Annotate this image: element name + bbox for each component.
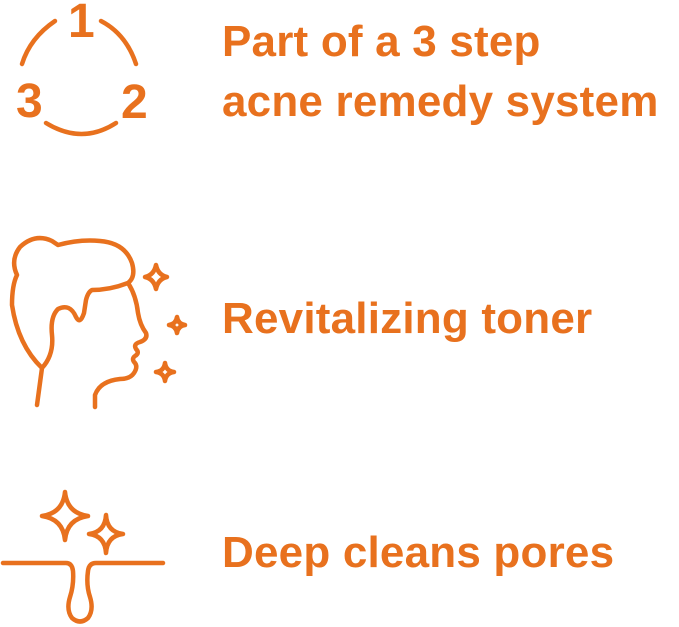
feature-title-line-1: Revitalizing toner	[222, 294, 593, 343]
feature-title-line-2: acne remedy system	[222, 77, 659, 126]
feature-three-step: 1 2 3 Part of a 3 step acne remedy syste…	[0, 0, 679, 140]
face-profile-sparkles-icon	[0, 225, 200, 415]
feature-deep-cleans-pores: Deep cleans pores	[0, 485, 679, 627]
step-number-1: 1	[68, 0, 95, 48]
feature-title: Revitalizing toner	[222, 289, 592, 349]
pore-sparkles-icon	[0, 485, 180, 627]
feature-title-line-1: Deep cleans pores	[222, 528, 615, 577]
feature-revitalizing-toner: Revitalizing toner	[0, 225, 679, 415]
feature-title: Deep cleans pores	[222, 523, 614, 583]
feature-title: Part of a 3 step acne remedy system	[222, 12, 659, 132]
three-step-cycle-icon: 1 2 3	[0, 0, 170, 140]
step-number-3: 3	[16, 75, 43, 128]
step-number-2: 2	[121, 76, 148, 129]
feature-title-line-1: Part of a 3 step	[222, 17, 541, 66]
